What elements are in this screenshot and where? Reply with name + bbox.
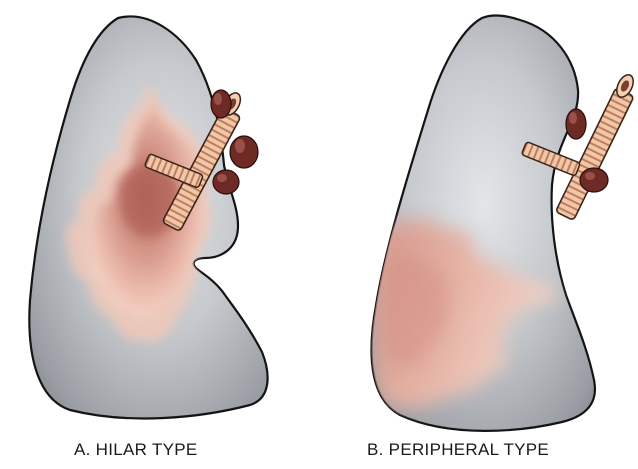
caption-peripheral-type: B. PERIPHERAL TYPE [367,440,549,464]
panel-a-hilar [29,16,267,418]
caption-hilar-type: A. HILAR TYPE [74,440,198,464]
panel-b-peripheral [371,16,636,431]
